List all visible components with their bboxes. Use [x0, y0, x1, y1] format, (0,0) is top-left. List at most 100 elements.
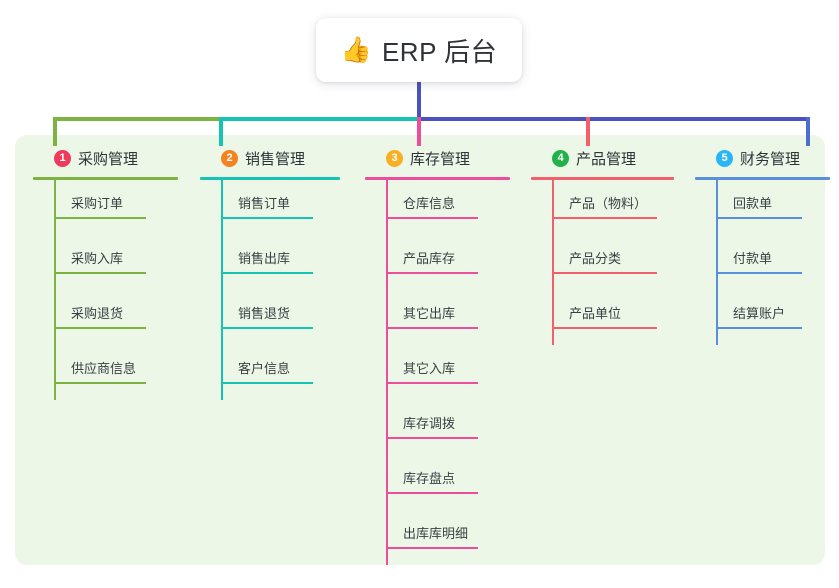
column-items: 仓库信息产品库存其它出库其它入库库存调拨库存盘点出库库明细 — [365, 180, 510, 565]
list-item-rule — [386, 382, 478, 384]
list-item-rule — [386, 492, 478, 494]
list-item[interactable]: 产品库存 — [365, 235, 510, 290]
list-item-rule — [552, 272, 657, 274]
column-header-4[interactable]: 4 产品管理 — [531, 146, 674, 170]
list-item-label: 其它入库 — [403, 361, 456, 376]
list-item[interactable]: 客户信息 — [200, 345, 340, 400]
list-item-label: 库存盘点 — [403, 471, 456, 486]
list-item[interactable]: 回款单 — [695, 180, 830, 235]
list-item[interactable]: 采购订单 — [33, 180, 178, 235]
list-item-label: 客户信息 — [238, 361, 291, 376]
list-item-rule — [221, 272, 313, 274]
list-item-label: 销售退货 — [238, 306, 291, 321]
root-title-card[interactable]: 👍 ERP 后台 — [316, 18, 522, 82]
column-underline — [33, 177, 178, 180]
column-spine — [552, 180, 554, 345]
list-item-label: 回款单 — [733, 196, 773, 211]
column-title: 库存管理 — [410, 150, 471, 168]
column-4: 4 产品管理产品（物料） 产品分类产品单位 — [531, 146, 674, 345]
list-item-rule — [716, 217, 802, 219]
list-item[interactable]: 出库库明细 — [365, 510, 510, 565]
list-item-rule — [552, 217, 657, 219]
column-underline — [200, 177, 340, 180]
list-item-rule — [221, 382, 313, 384]
list-item[interactable]: 产品（物料） — [531, 180, 674, 235]
column-header-1[interactable]: 1 采购管理 — [33, 146, 178, 170]
list-item-label: 采购入库 — [71, 251, 124, 266]
list-item-label: 产品（物料） — [569, 196, 648, 211]
list-item-label: 供应商信息 — [71, 361, 137, 376]
column-header-5[interactable]: 5 财务管理 — [695, 146, 830, 170]
list-item[interactable]: 库存盘点 — [365, 455, 510, 510]
column-number-badge: 1 — [54, 149, 71, 167]
column-underline — [695, 177, 830, 180]
list-item-label: 出库库明细 — [403, 526, 469, 541]
list-item[interactable]: 供应商信息 — [33, 345, 178, 400]
list-item-rule — [221, 217, 313, 219]
column-1: 1 采购管理采购订单采购入库采购退货供应商信息 — [33, 146, 178, 400]
list-item[interactable]: 产品分类 — [531, 235, 674, 290]
list-item-label: 销售订单 — [238, 196, 291, 211]
list-item-rule — [716, 272, 802, 274]
list-item-label: 采购订单 — [71, 196, 124, 211]
column-items: 产品（物料） 产品分类产品单位 — [531, 180, 674, 345]
column-number-badge: 2 — [221, 149, 238, 167]
list-item-label: 产品单位 — [569, 306, 622, 321]
column-header-3[interactable]: 3 库存管理 — [365, 146, 510, 170]
list-item-rule — [54, 272, 146, 274]
list-item-label: 库存调拨 — [403, 416, 456, 431]
column-spine — [386, 180, 388, 565]
column-items: 回款单付款单结算账户 — [695, 180, 830, 345]
list-item-label: 结算账户 — [733, 306, 786, 321]
list-item[interactable]: 产品单位 — [531, 290, 674, 345]
column-title: 产品管理 — [576, 150, 637, 168]
list-item[interactable]: 销售退货 — [200, 290, 340, 345]
connector-lines — [53, 82, 810, 146]
column-items: 采购订单采购入库采购退货供应商信息 — [33, 180, 178, 400]
column-spine — [716, 180, 718, 345]
list-item-rule — [54, 382, 146, 384]
list-item-label: 采购退货 — [71, 306, 124, 321]
list-item-rule — [386, 327, 478, 329]
column-title: 采购管理 — [78, 150, 139, 168]
column-header-2[interactable]: 2 销售管理 — [200, 146, 340, 170]
column-number-badge: 3 — [386, 149, 403, 167]
list-item[interactable]: 其它出库 — [365, 290, 510, 345]
column-items: 销售订单销售出库销售退货客户信息 — [200, 180, 340, 400]
list-item[interactable]: 其它入库 — [365, 345, 510, 400]
list-item-rule — [386, 437, 478, 439]
list-item-rule — [54, 327, 146, 329]
list-item[interactable]: 销售出库 — [200, 235, 340, 290]
list-item-rule — [386, 272, 478, 274]
list-item[interactable]: 仓库信息 — [365, 180, 510, 235]
column-underline — [531, 177, 674, 180]
column-3: 3 库存管理仓库信息产品库存其它出库其它入库库存调拨库存盘点出库库明细 — [365, 146, 510, 565]
list-item[interactable]: 采购退货 — [33, 290, 178, 345]
column-title: 财务管理 — [740, 150, 801, 168]
list-item-rule — [386, 547, 478, 549]
column-2: 2 销售管理销售订单销售出库销售退货客户信息 — [200, 146, 340, 400]
list-item-rule — [386, 217, 478, 219]
thumbs-up-icon: 👍 — [340, 35, 372, 64]
page-title: ERP 后台 — [381, 36, 498, 67]
list-item[interactable]: 结算账户 — [695, 290, 830, 345]
column-underline — [365, 177, 510, 180]
list-item[interactable]: 付款单 — [695, 235, 830, 290]
list-item-rule — [54, 217, 146, 219]
list-item[interactable]: 库存调拨 — [365, 400, 510, 455]
list-item-label: 产品库存 — [403, 251, 456, 266]
list-item[interactable]: 销售订单 — [200, 180, 340, 235]
list-item-label: 产品分类 — [569, 251, 622, 266]
list-item-label: 仓库信息 — [403, 196, 456, 211]
column-spine — [54, 180, 56, 400]
column-spine — [221, 180, 223, 400]
list-item[interactable]: 采购入库 — [33, 235, 178, 290]
column-title: 销售管理 — [245, 150, 306, 168]
column-number-badge: 5 — [716, 149, 733, 167]
column-5: 5 财务管理回款单付款单结算账户 — [695, 146, 830, 345]
column-number-badge: 4 — [552, 149, 569, 167]
list-item-rule — [716, 327, 802, 329]
list-item-label: 付款单 — [733, 251, 773, 266]
list-item-rule — [552, 327, 657, 329]
